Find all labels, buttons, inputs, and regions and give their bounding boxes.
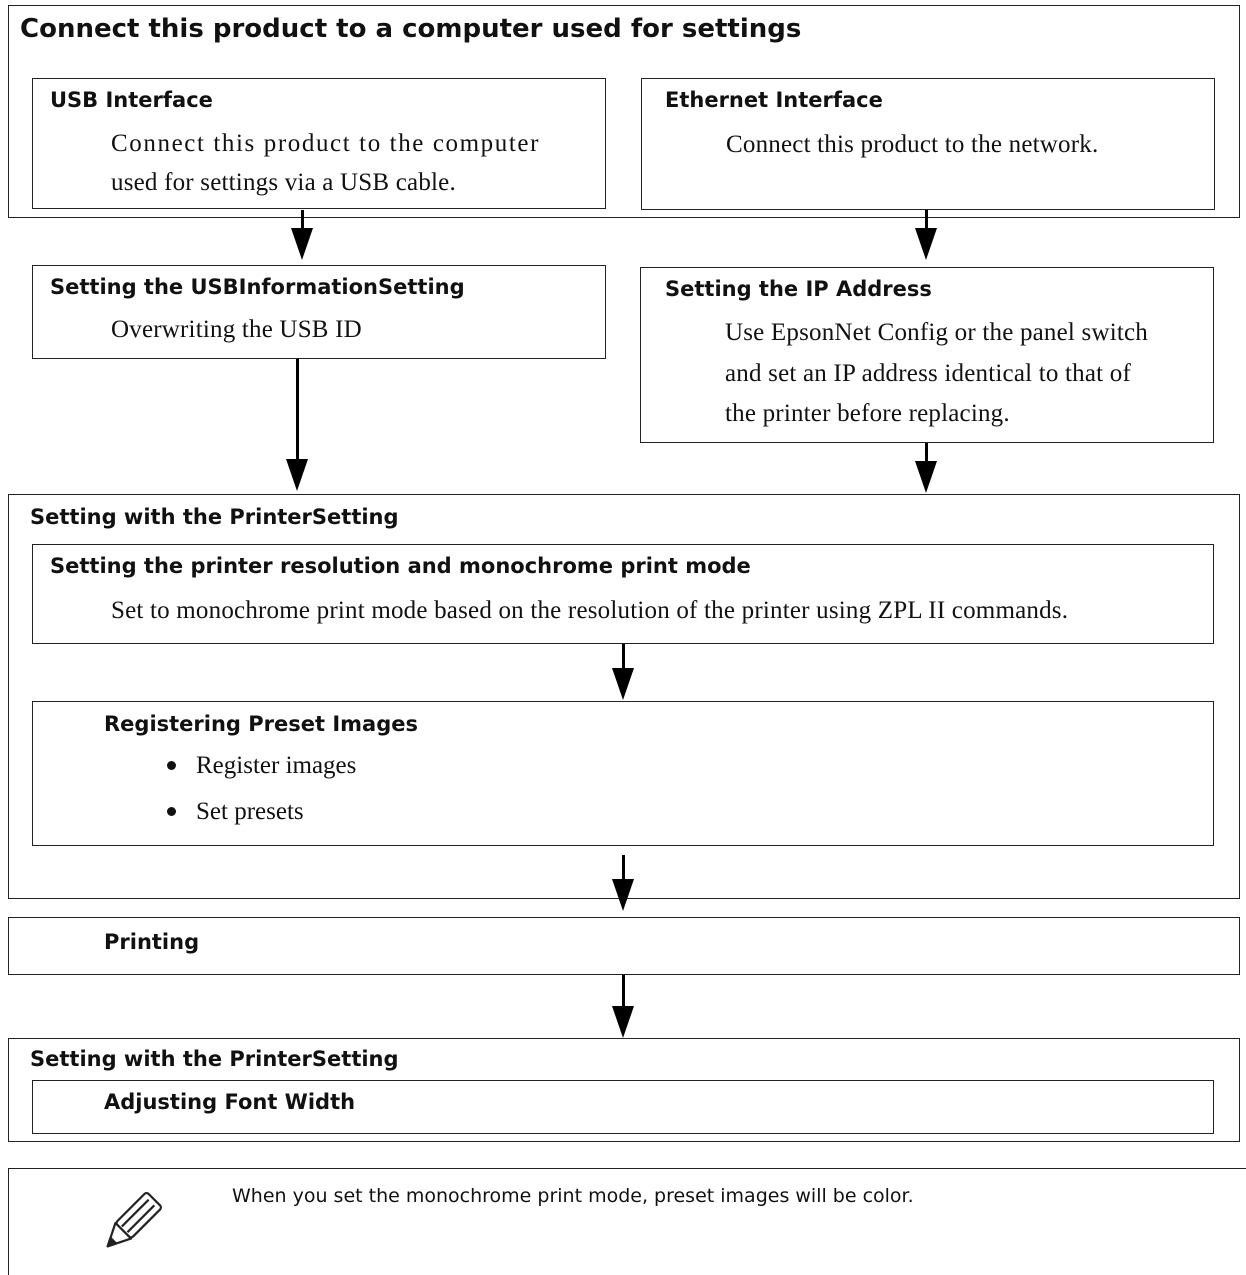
resolution-body: Set to monochrome print mode based on th… xyxy=(111,597,1069,624)
printer-setting-title: Setting with the PrinterSetting xyxy=(30,505,399,529)
printing-title: Printing xyxy=(104,930,200,954)
preset-images-box: Registering Preset Images Register image… xyxy=(32,701,1214,846)
ip-address-body-3: the printer before replacing. xyxy=(725,400,1010,427)
usb-info-setting-title: Setting the USBInformationSetting xyxy=(50,275,465,299)
arrow-head-print xyxy=(612,879,634,911)
ip-address-body-2: and set an IP address identical to that … xyxy=(725,360,1131,387)
resolution-title: Setting the printer resolution and monoc… xyxy=(50,554,751,578)
arrow-head-eth-2 xyxy=(915,461,937,493)
arrow-line-res xyxy=(622,644,625,672)
usb-interface-title: USB Interface xyxy=(50,88,213,112)
font-width-title: Adjusting Font Width xyxy=(104,1090,356,1114)
ethernet-interface-title: Ethernet Interface xyxy=(665,88,883,112)
bullet-icon xyxy=(167,760,176,770)
usb-interface-body-1: Connect this product to the computer xyxy=(111,130,541,157)
preset-images-title: Registering Preset Images xyxy=(104,712,418,736)
arrow-head-usb-1 xyxy=(291,228,313,260)
ip-address-title: Setting the IP Address xyxy=(665,277,932,301)
arrow-line-usb-2 xyxy=(296,359,299,463)
note-text: When you set the monochrome print mode, … xyxy=(232,1185,914,1207)
usb-info-setting-box: Setting the USBInformationSetting Overwr… xyxy=(32,265,606,359)
note-top-rule xyxy=(8,1168,1246,1169)
bullet-icon xyxy=(167,806,176,816)
ethernet-interface-body: Connect this product to the network. xyxy=(726,131,1099,158)
usb-info-setting-body: Overwriting the USB ID xyxy=(111,316,362,343)
arrow-line-eth-1 xyxy=(925,210,928,232)
preset-item-set-presets: Set presets xyxy=(167,792,304,832)
resolution-box: Setting the printer resolution and monoc… xyxy=(32,544,1214,644)
note-left-rule xyxy=(8,1168,9,1275)
ip-address-box: Setting the IP Address Use EpsonNet Conf… xyxy=(640,267,1214,443)
font-width-box: Adjusting Font Width xyxy=(32,1080,1214,1134)
arrow-head-font xyxy=(612,1006,634,1038)
preset-item-register-images: Register images xyxy=(167,746,356,786)
arrow-head-eth-1 xyxy=(915,228,937,260)
usb-interface-body-2: used for settings via a USB cable. xyxy=(111,169,456,196)
arrow-line-print xyxy=(622,855,625,883)
connect-title: Connect this product to a computer used … xyxy=(20,14,802,44)
arrow-line-usb-1 xyxy=(301,210,304,232)
arrow-head-usb-2 xyxy=(286,459,308,491)
printing-box: Printing xyxy=(8,917,1240,975)
usb-interface-box: USB Interface Connect this product to th… xyxy=(32,78,606,209)
arrow-line-font xyxy=(622,975,625,1011)
pencil-icon xyxy=(96,1188,166,1258)
arrow-head-res xyxy=(612,668,634,700)
printer-setting-2-title: Setting with the PrinterSetting xyxy=(30,1047,399,1071)
arrow-line-eth-2 xyxy=(925,443,928,463)
ethernet-interface-box: Ethernet Interface Connect this product … xyxy=(641,78,1215,210)
ip-address-body-1: Use EpsonNet Config or the panel switch xyxy=(725,319,1148,346)
